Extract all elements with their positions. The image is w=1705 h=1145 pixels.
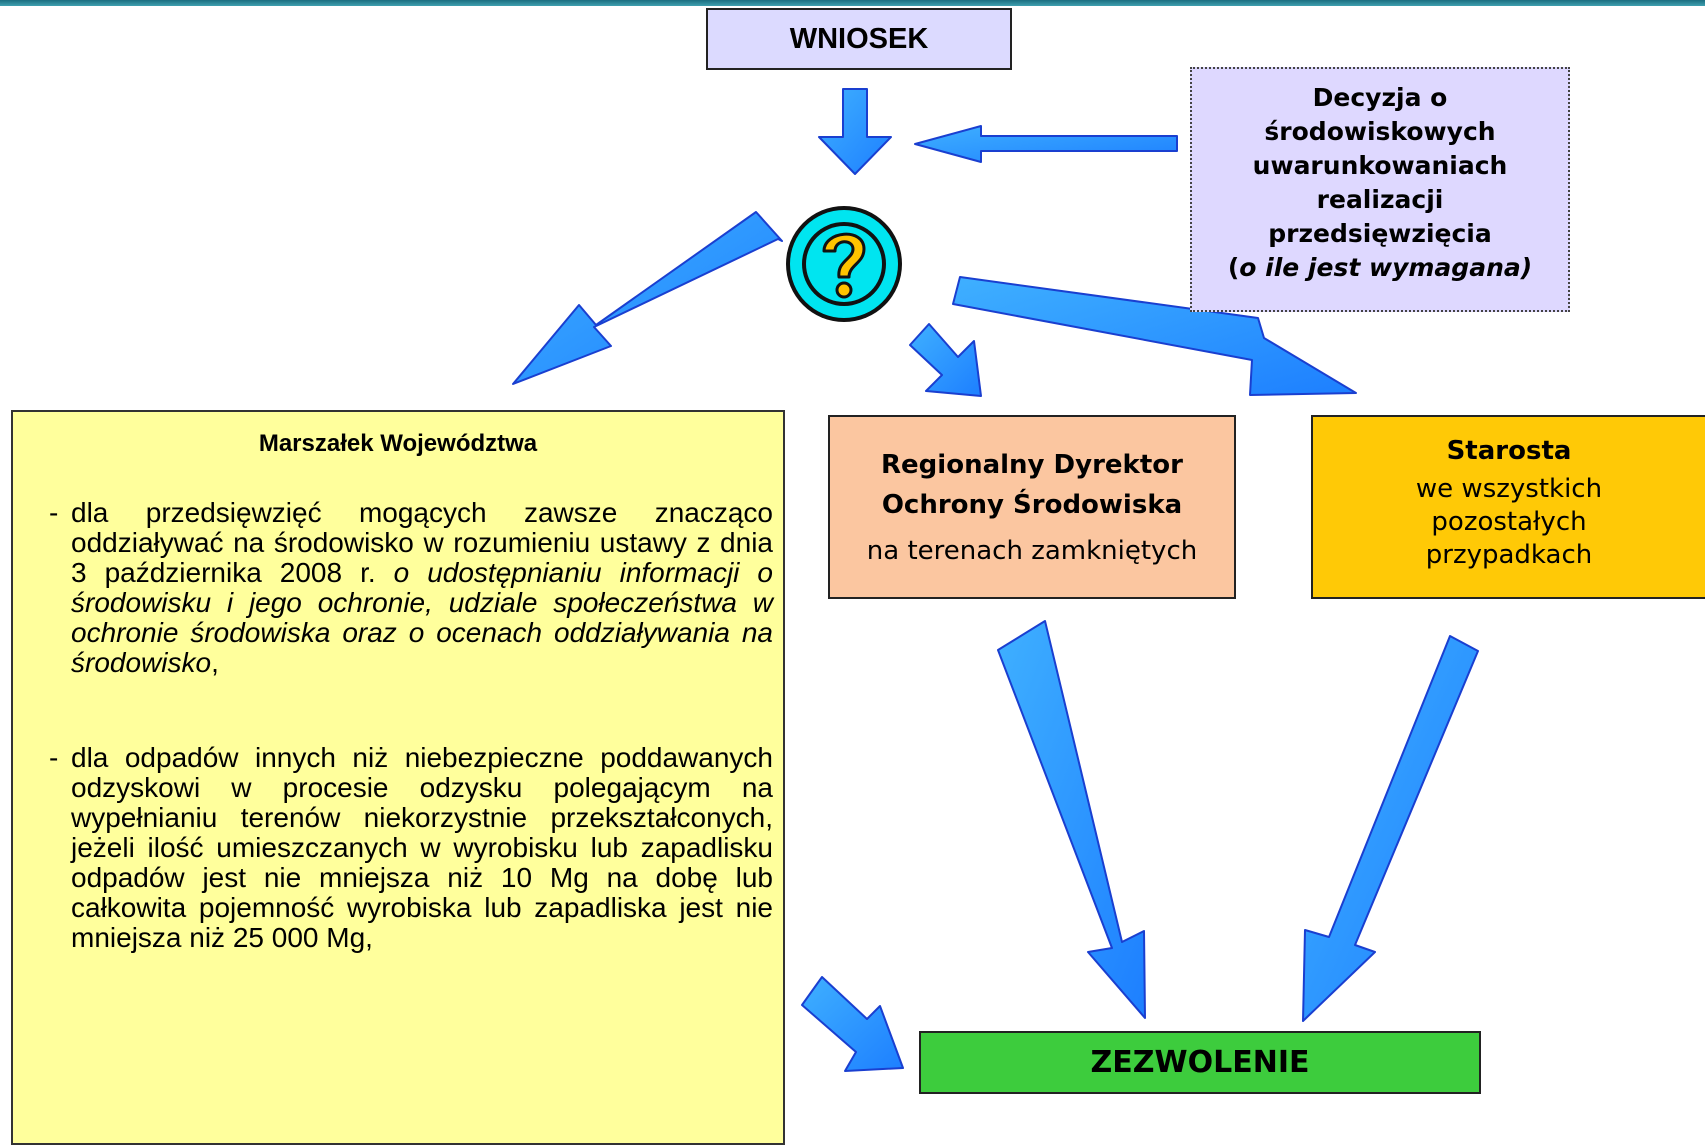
arrow-question-to-rdos xyxy=(909,323,982,397)
item1-text: dla przedsięwzięć mogących zawsze znaczą… xyxy=(71,497,773,588)
decyzja-note-italic: o ile jest wymagana) xyxy=(1239,253,1533,282)
rdos-title-line2: Ochrony Środowiska xyxy=(881,490,1183,520)
starosta-title: Starosta xyxy=(1446,436,1572,466)
list-dash: - xyxy=(49,497,59,528)
rdos-subtitle: na terenach zamkniętych xyxy=(866,536,1198,566)
marszalek-item-2: - dla odpadów innych niż niebezpieczne p… xyxy=(49,743,773,953)
decyzja-note: (o ile jest wymagana) xyxy=(1192,251,1568,285)
starosta-box: Starosta we wszystkich pozostałych przyp… xyxy=(1311,415,1705,599)
arrow-starosta-to-zezwolenie xyxy=(1302,635,1479,1022)
decyzja-box: Decyzja o środowiskowych uwarunkowaniach… xyxy=(1190,67,1570,312)
starosta-line: przypadkach xyxy=(1425,540,1593,570)
rdos-box: Regionalny Dyrektor Ochrony Środowiska n… xyxy=(828,415,1236,599)
decyzja-line: uwarunkowaniach xyxy=(1252,151,1508,180)
rdos-title-line1: Regionalny Dyrektor xyxy=(881,450,1183,480)
item1-law-title: o udostępnianiu informacji o środowisku … xyxy=(71,557,773,678)
marszalek-item-1: - dla przedsięwzięć mogących zawsze znac… xyxy=(49,498,773,678)
arrow-decyzja-to-question xyxy=(914,125,1178,163)
arrow-rdos-to-zezwolenie xyxy=(997,620,1146,1019)
arrow-marszalek-to-zezwolenie xyxy=(801,976,904,1072)
item1-comma: , xyxy=(211,647,219,678)
arrow-question-to-starosta xyxy=(952,276,1357,396)
decyzja-note-prefix: ( xyxy=(1227,253,1240,282)
starosta-line: pozostałych xyxy=(1431,507,1587,537)
marszalek-box: Marszałek Województwa - dla przedsięwzię… xyxy=(11,410,785,1145)
decyzja-line: przedsięwzięcia xyxy=(1268,219,1492,248)
marszalek-title: Marszałek Województwa xyxy=(258,430,538,457)
wniosek-label: WNIOSEK xyxy=(789,22,929,55)
zezwolenie-box: ZEZWOLENIE xyxy=(919,1031,1481,1094)
wniosek-box: WNIOSEK xyxy=(706,8,1012,70)
question-mark-icon xyxy=(786,206,902,322)
decyzja-line: środowiskowych xyxy=(1264,117,1496,146)
arrow-question-to-marszalek xyxy=(512,211,783,385)
decyzja-line: realizacji xyxy=(1316,185,1444,214)
list-dash: - xyxy=(49,742,59,773)
decyzja-line: Decyzja o xyxy=(1312,83,1448,112)
zezwolenie-label: ZEZWOLENIE xyxy=(1090,1045,1310,1080)
starosta-line: we wszystkich xyxy=(1415,474,1603,504)
item2-text: dla odpadów innych niż niebezpieczne pod… xyxy=(71,742,773,953)
arrow-wniosek-to-question xyxy=(818,88,892,175)
top-border-bar xyxy=(0,0,1705,6)
